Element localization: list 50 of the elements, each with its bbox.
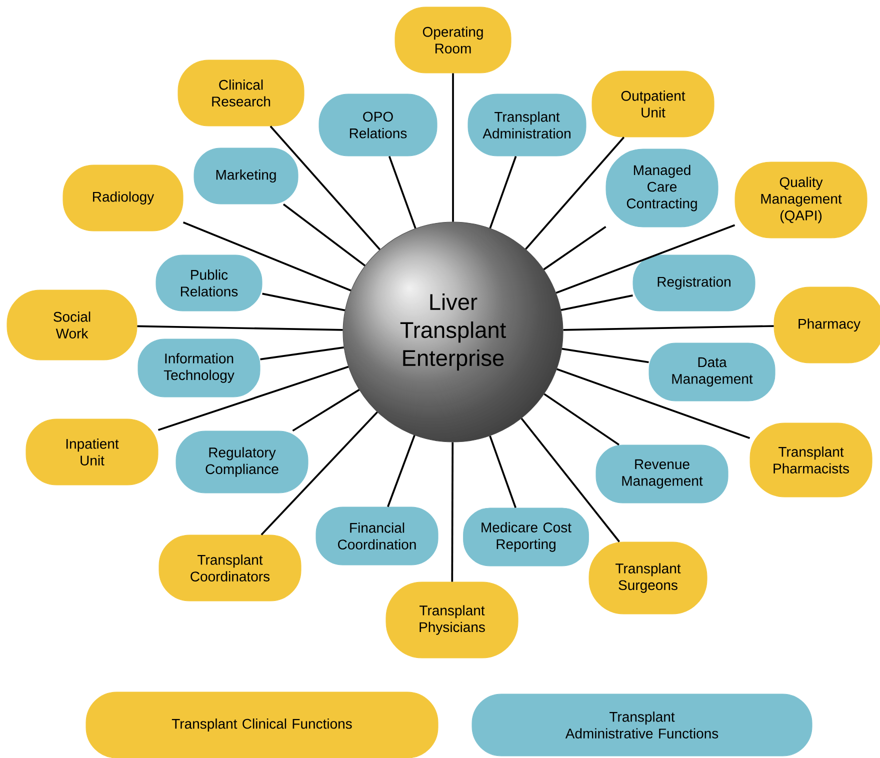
connector-line	[544, 393, 620, 446]
connector-line	[158, 366, 349, 431]
connector-line	[560, 294, 633, 311]
connector-line	[489, 436, 516, 508]
connector-line	[137, 325, 343, 331]
function-box: Registration	[632, 254, 756, 312]
connector-line	[262, 292, 346, 312]
connector-line	[182, 222, 352, 292]
function-box: Transplant Coordinators	[158, 534, 302, 602]
connector-line	[525, 136, 625, 250]
connector-line	[260, 346, 344, 360]
function-box: Revenue Management	[596, 444, 728, 504]
connector-line	[270, 126, 381, 250]
connector-line	[387, 435, 416, 508]
function-box: Transplant Surgeons	[588, 542, 708, 614]
function-box: Managed Care Contracting	[606, 148, 718, 228]
function-box: Quality Management (QAPI)	[734, 162, 868, 238]
function-box: Public Relations	[156, 254, 262, 312]
connector-line	[292, 389, 360, 432]
connector-line	[452, 73, 454, 222]
legend-text: Transplant Administrative Functions	[565, 712, 718, 738]
function-box: Transplant Administration	[468, 94, 586, 156]
connector-line	[260, 412, 378, 536]
function-box: Clinical Research	[178, 60, 304, 126]
function-box: Inpatient Unit	[26, 418, 158, 486]
function-box: Regulatory Compliance	[176, 430, 308, 494]
function-box: Medicare Cost Reporting	[463, 508, 589, 566]
function-box: Operating Room	[394, 6, 512, 74]
connector-line	[556, 368, 750, 439]
function-box: Outpatient Unit	[592, 70, 714, 138]
function-box: Social Work	[6, 290, 138, 360]
legend-text: Transplant Clinical Functions	[172, 718, 352, 732]
function-box: Data Management	[648, 342, 776, 402]
function-box: OPO Relations	[318, 94, 438, 156]
connector-line	[543, 226, 606, 270]
function-box: Transplant Physicians	[386, 582, 518, 658]
function-box: Information Technology	[138, 338, 260, 398]
function-box: Pharmacy	[774, 286, 880, 364]
function-box: Transplant Pharmacists	[750, 422, 872, 498]
connector-line	[562, 348, 649, 364]
connector-line	[451, 442, 454, 582]
connector-line	[520, 418, 620, 542]
function-box: Radiology	[62, 164, 184, 232]
function-box: Financial Coordination	[316, 506, 438, 566]
connector-line	[489, 156, 517, 228]
connector-line	[388, 156, 416, 229]
connector-line	[282, 204, 366, 266]
connector-line	[556, 224, 736, 294]
function-box: Marketing	[194, 148, 298, 204]
connector-line	[563, 325, 774, 331]
